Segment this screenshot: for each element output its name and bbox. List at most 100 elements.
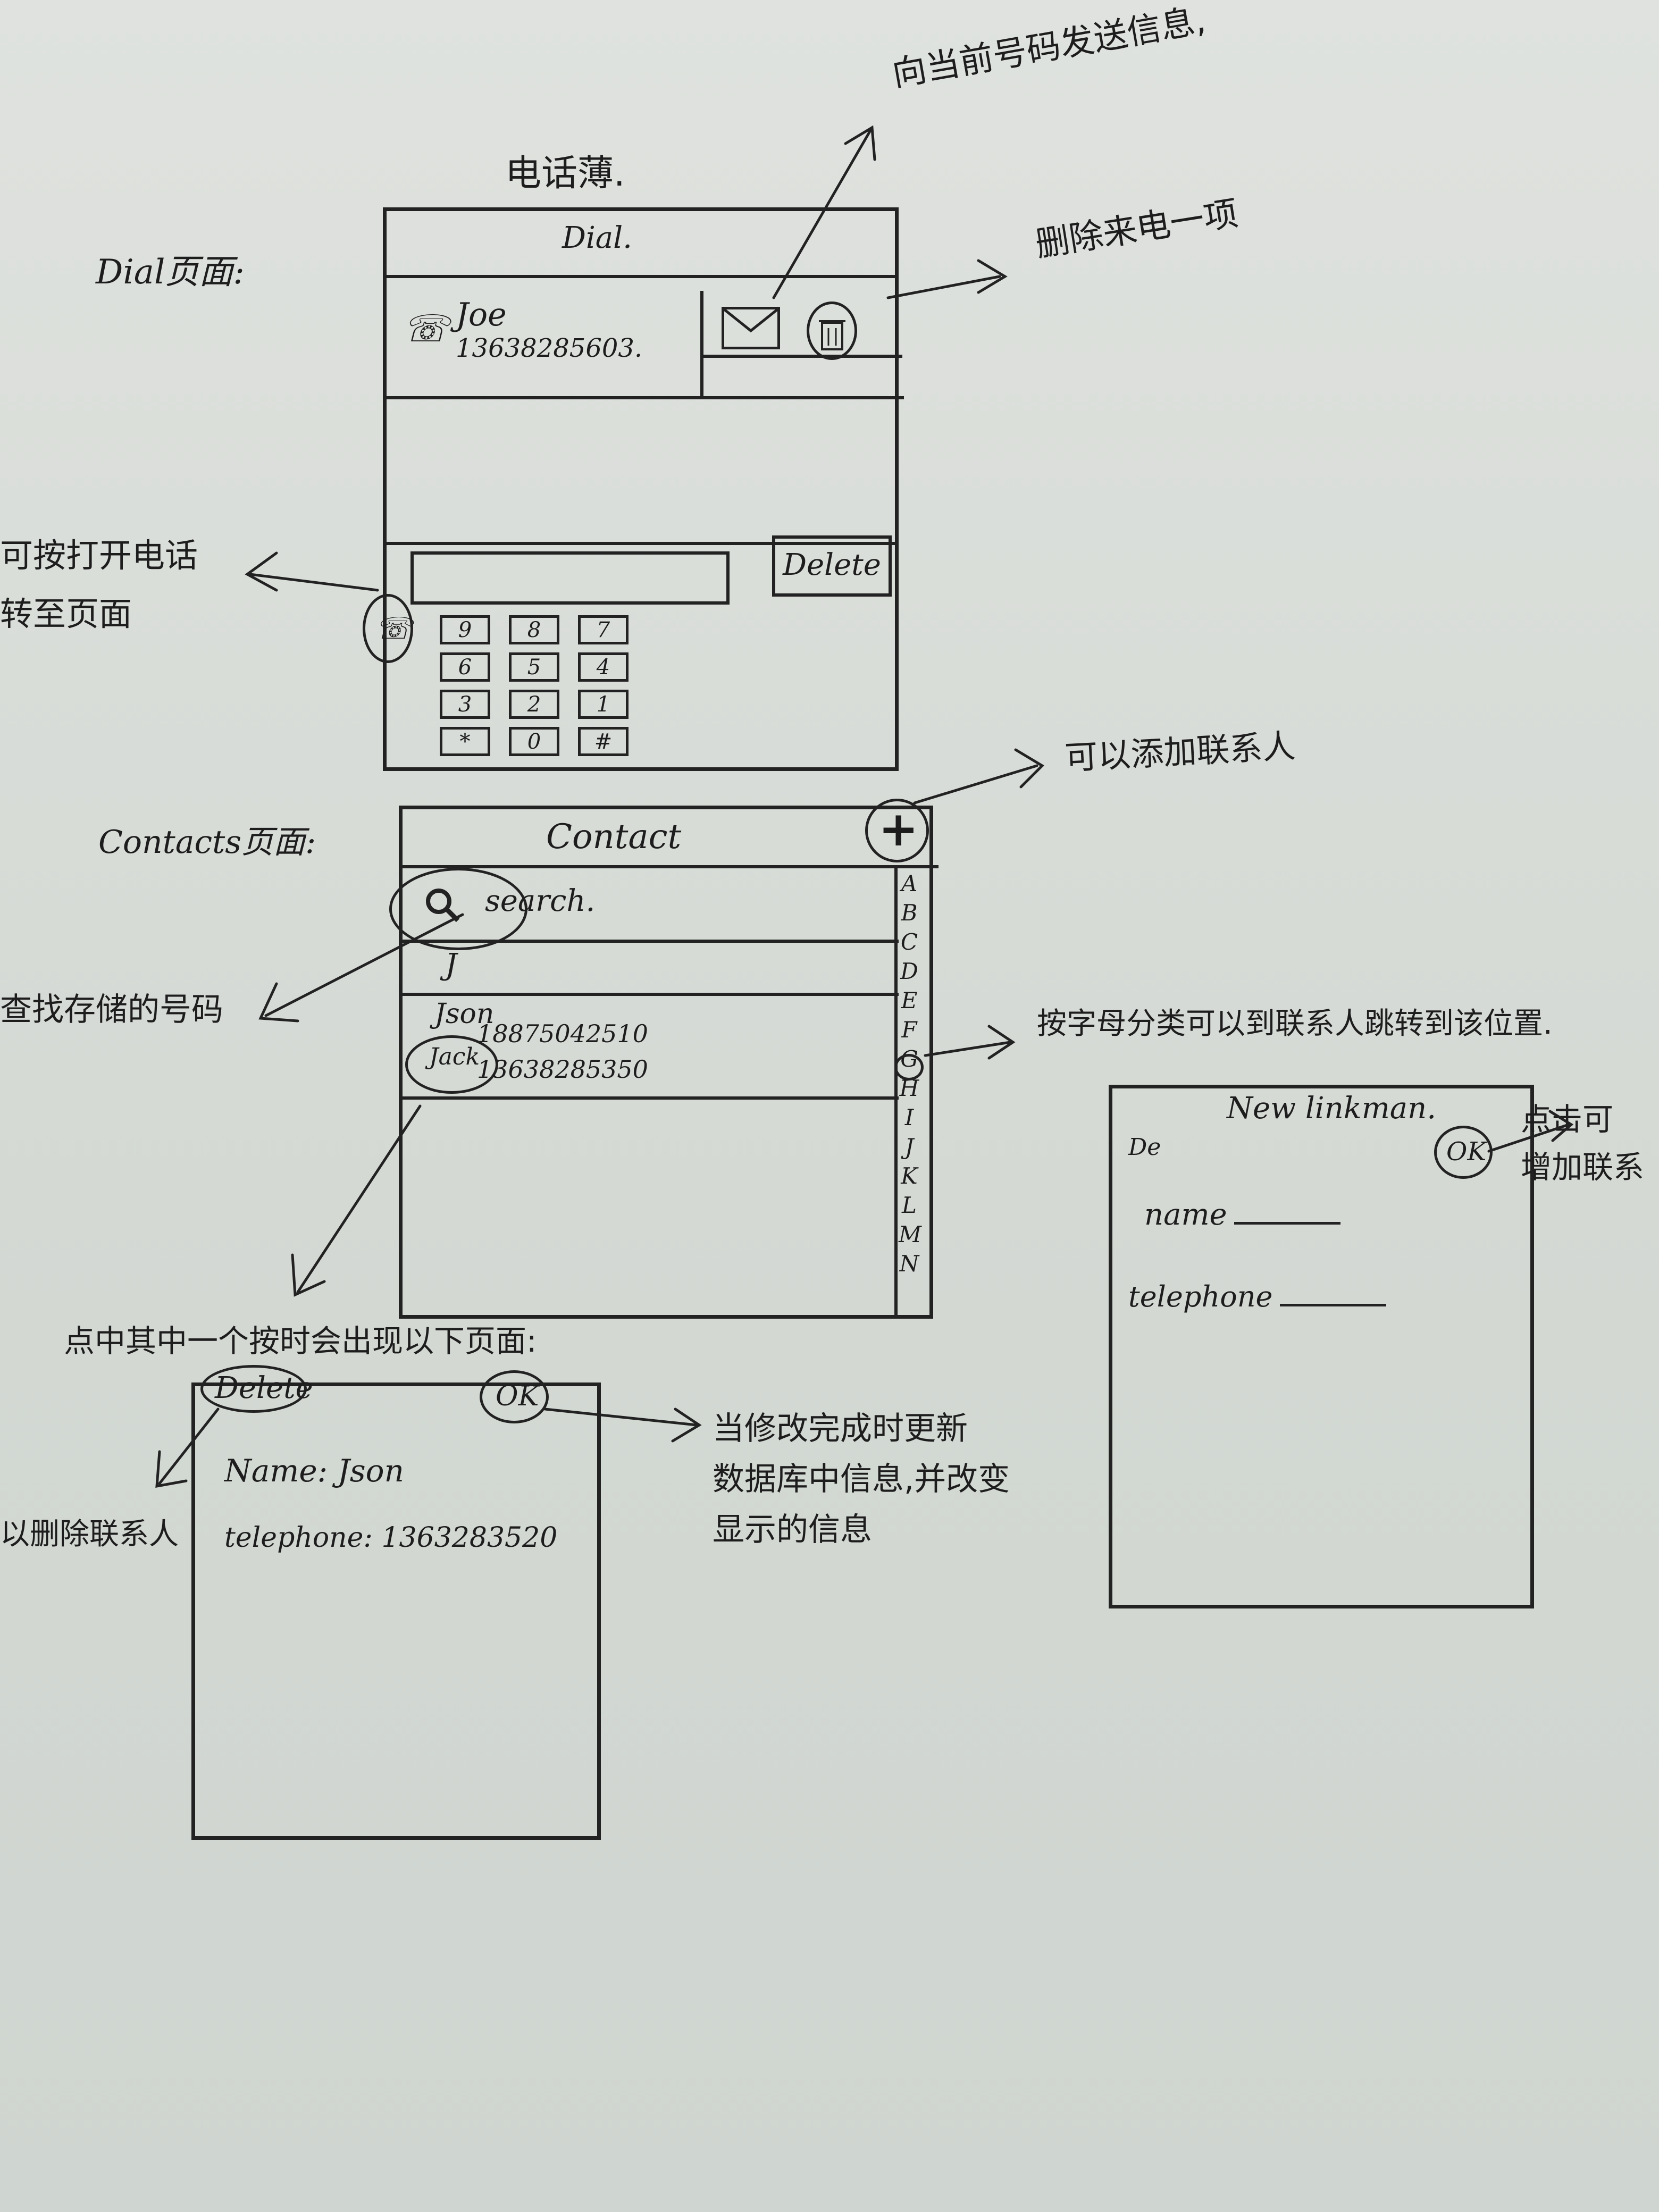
new-linkman-title: New linkman. [1227, 1091, 1437, 1126]
arrow [913, 764, 1038, 805]
arrow [772, 126, 874, 299]
corner-mark: De [1128, 1134, 1161, 1161]
arrow [924, 1041, 1012, 1057]
index-letter[interactable]: A [901, 870, 918, 896]
arrow [977, 259, 1008, 294]
group-header: J [445, 948, 457, 982]
page-heading: 电话薄. [505, 153, 625, 195]
index-letter[interactable]: L [902, 1192, 917, 1218]
entry-number: 13638285350 [477, 1055, 648, 1084]
arrow [886, 275, 1001, 299]
key-7[interactable]: 7 [578, 615, 629, 644]
phone-icon: ☏ [375, 611, 413, 646]
arrow [291, 1253, 326, 1297]
ok-button-label: OK [1446, 1137, 1487, 1167]
annotation-delete-contact: 以删除联系人 [0, 1517, 179, 1552]
index-letter[interactable]: D [900, 958, 918, 984]
key-8[interactable]: 8 [509, 615, 559, 644]
index-letter[interactable]: C [900, 929, 918, 955]
index-highlight [894, 1054, 924, 1080]
dial-screen: Dial. ☏ Joe 13638285603. Delete ☏ 9 8 7 … [363, 207, 904, 771]
key-5[interactable]: 5 [509, 652, 559, 682]
arrow [158, 1407, 220, 1485]
telephone-label: telephone [1128, 1280, 1273, 1313]
key-1[interactable]: 1 [578, 690, 629, 719]
name-field[interactable]: Name: Json [224, 1453, 404, 1489]
key-star[interactable]: * [440, 727, 490, 756]
key-3[interactable]: 3 [440, 690, 490, 719]
key-0[interactable]: 0 [509, 727, 559, 756]
divider [700, 291, 703, 397]
divider [894, 865, 898, 1319]
annotation-confirm-add: 点击可 增加联系 [1521, 1101, 1645, 1185]
name-label: name [1144, 1197, 1227, 1232]
divider [399, 940, 899, 943]
list-item[interactable]: Jack 13638285350 [405, 1035, 881, 1094]
entry-highlight [405, 1035, 498, 1094]
ok-button-label: OK [496, 1380, 539, 1412]
call-button[interactable]: ☏ [363, 594, 413, 663]
contacts-title: Contact [546, 817, 682, 857]
number-input[interactable] [410, 551, 730, 605]
key-4[interactable]: 4 [578, 652, 629, 682]
new-linkman-screen: New linkman. OK De name telephone [1109, 1085, 1534, 1608]
detail-screen: Delete OK Name: Json telephone: 13632835… [191, 1365, 601, 1840]
divider [399, 865, 939, 868]
entry-name: Json [434, 998, 495, 1030]
arrow [987, 1025, 1016, 1060]
delete-button-label: Delete [215, 1371, 313, 1405]
divider [383, 275, 899, 278]
arrow [671, 1407, 702, 1443]
call-log-row[interactable]: ☏ Joe 13638285603. [392, 280, 695, 392]
arrow [245, 551, 278, 592]
index-letter[interactable]: M [899, 1221, 922, 1247]
key-2[interactable]: 2 [509, 690, 559, 719]
delete-record-icon[interactable] [807, 301, 857, 360]
delete-button[interactable]: Delete [772, 535, 892, 597]
annotation-jump-letter: 按字母分类可以到联系人跳转到该位置. [1037, 1007, 1553, 1041]
key-6[interactable]: 6 [440, 652, 490, 682]
key-hash[interactable]: # [578, 727, 629, 756]
contact-number: 13638285603. [456, 333, 643, 363]
arrow [258, 982, 299, 1023]
delete-button[interactable]: Delete [200, 1365, 313, 1413]
index-letter[interactable]: N [899, 1251, 919, 1277]
search-bar[interactable]: search. [389, 868, 886, 950]
annotation-dial-page: 可按打开电话 转至页面 [0, 536, 198, 633]
divider [399, 1096, 899, 1100]
phone-icon: ☏ [403, 307, 449, 350]
list-item[interactable]: Json 18875042510 [424, 998, 881, 1048]
index-letter[interactable]: H [899, 1075, 919, 1101]
index-letter[interactable]: F [901, 1017, 917, 1043]
telephone-input[interactable]: telephone [1128, 1280, 1426, 1322]
detail-caption: 点中其中一个按时会出现以下页面: [64, 1323, 537, 1359]
key-9[interactable]: 9 [440, 615, 490, 644]
entry-number: 18875042510 [477, 1019, 648, 1048]
telephone-field[interactable]: telephone: 1363283520 [224, 1522, 558, 1554]
add-contact-button[interactable]: + [865, 799, 929, 862]
arrow [543, 1407, 698, 1427]
index-letter[interactable]: E [901, 987, 918, 1013]
arrow [1014, 748, 1045, 789]
arrow [844, 125, 876, 161]
index-letter[interactable]: I [904, 1104, 914, 1130]
message-icon[interactable] [722, 307, 780, 349]
ok-button[interactable]: OK [1434, 1126, 1493, 1179]
arrow [1548, 1110, 1574, 1142]
index-letter[interactable]: J [904, 1134, 914, 1160]
search-icon-highlight [389, 868, 527, 950]
ok-button[interactable]: OK [480, 1370, 549, 1423]
name-input[interactable]: name [1144, 1197, 1357, 1240]
arrow [155, 1450, 188, 1488]
divider [700, 355, 902, 358]
dial-title: Dial. [562, 221, 632, 255]
search-input[interactable]: search. [485, 884, 596, 918]
arrow [1487, 1123, 1570, 1153]
entry-name: Jack [429, 1043, 480, 1070]
plus-icon: + [878, 801, 919, 857]
index-letter[interactable]: B [901, 900, 918, 926]
divider [399, 993, 899, 996]
divider [383, 396, 904, 399]
index-letter[interactable]: K [901, 1163, 918, 1189]
